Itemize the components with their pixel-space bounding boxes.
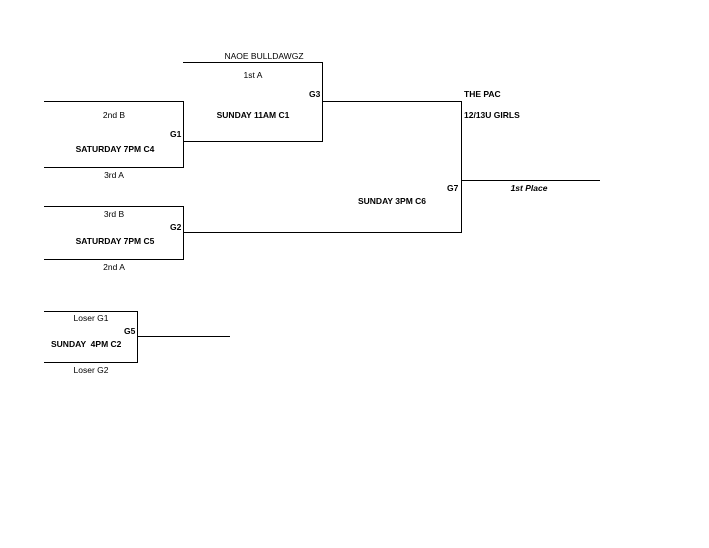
g1-top-line [44, 101, 184, 102]
g2-game-label: G2 [170, 222, 182, 232]
g2-top-seed: 3rd B [103, 209, 125, 219]
g5-bottom-line [44, 362, 138, 363]
g5-schedule: SUNDAY 4PM C2 [51, 339, 122, 349]
g5-top-seed: Loser G1 [73, 313, 109, 323]
g1-schedule: SATURDAY 7PM C4 [75, 144, 155, 154]
g3-top-line [183, 62, 323, 63]
first-place-label: 1st Place [510, 183, 548, 193]
g3-game-label: G3 [309, 89, 321, 99]
g2-top-line [44, 206, 184, 207]
division-label: 12/13U GIRLS [464, 110, 520, 120]
champion-line [461, 180, 600, 181]
g5-top-line [44, 311, 138, 312]
g2-schedule: SATURDAY 7PM C5 [75, 236, 155, 246]
venue-label: THE PAC [464, 89, 501, 99]
g1-bottom-seed: 3rd A [104, 170, 124, 180]
g2-bottom-seed: 2nd A [103, 262, 125, 272]
g3-connector [322, 62, 323, 142]
g1-game-label: G1 [170, 129, 182, 139]
g7-game-label: G7 [447, 183, 459, 193]
g1-output-line [183, 141, 323, 142]
g5-game-label: G5 [124, 326, 136, 336]
g3-top-team: NAOE BULLDAWGZ [224, 51, 304, 61]
g3-schedule: SUNDAY 11AM C1 [216, 110, 290, 120]
g3-top-seed: 1st A [243, 70, 263, 80]
g2-bottom-line [44, 259, 184, 260]
g5-output-line [137, 336, 230, 337]
g7-connector [461, 101, 462, 233]
g3-output-line [322, 101, 462, 102]
g5-connector [137, 311, 138, 363]
g7-bottom-line [322, 232, 462, 233]
g1-connector [183, 101, 184, 168]
g1-bottom-line [44, 167, 184, 168]
g2-connector [183, 206, 184, 260]
g7-schedule: SUNDAY 3PM C6 [357, 196, 427, 206]
g1-top-seed: 2nd B [102, 110, 126, 120]
g5-bottom-seed: Loser G2 [73, 365, 109, 375]
g2-output-line [183, 232, 323, 233]
